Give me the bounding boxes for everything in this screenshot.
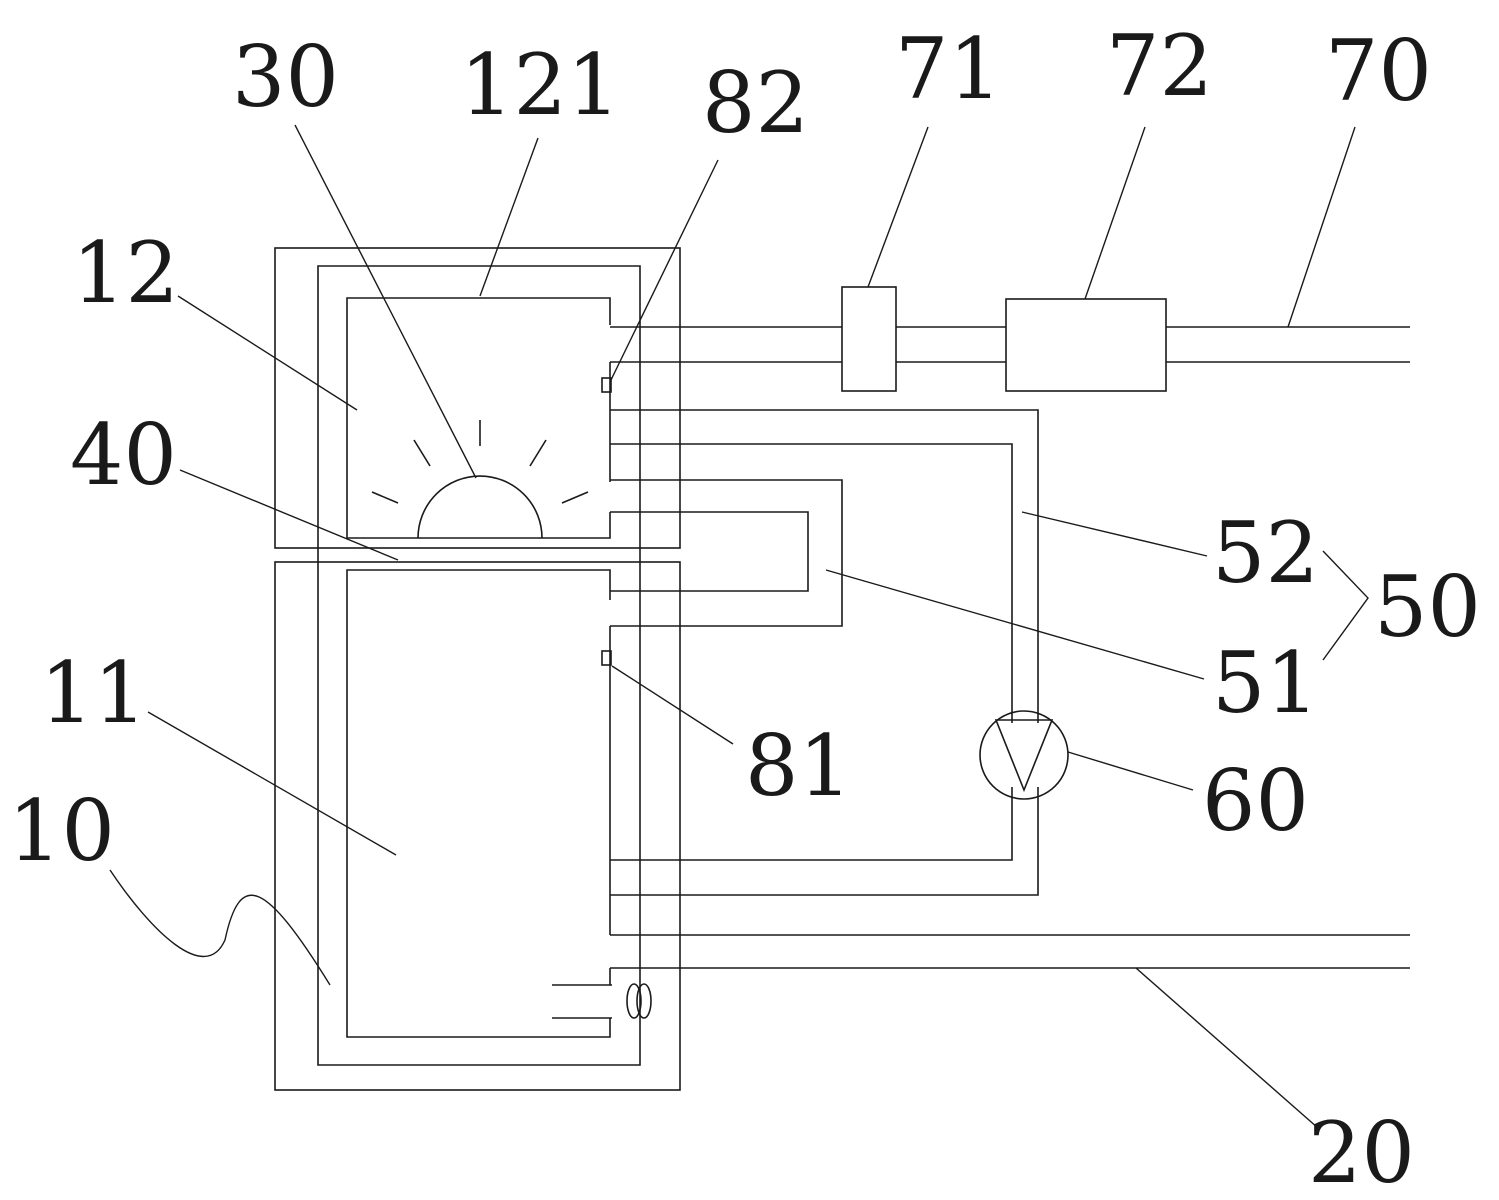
cabinet-10: [274, 247, 681, 1091]
loop-52-inner-return: [610, 787, 1013, 861]
loop-51-inner: [610, 511, 809, 592]
brace-50: [1322, 550, 1369, 661]
reference-numerals: 30 121 82 71 72 70 12 40 52 50 51 11 81 …: [8, 17, 1481, 1200]
leader-72: [1084, 126, 1146, 300]
leader-82: [609, 159, 719, 383]
label-121: 121: [460, 36, 620, 134]
leader-40: [179, 469, 399, 561]
label-30: 30: [232, 28, 339, 126]
lamp-30: [371, 420, 589, 539]
leader-60: [1067, 751, 1194, 791]
leader-71: [867, 126, 929, 288]
leader-52: [1021, 511, 1208, 557]
leader-81: [611, 665, 734, 745]
leader-121: [479, 137, 539, 297]
sensor-81: [601, 650, 612, 666]
pump-60: [979, 710, 1069, 800]
outer-shell-upper: [274, 247, 681, 549]
label-52: 52: [1212, 504, 1319, 602]
pipe-70: [610, 286, 1410, 392]
lamp-ray: [561, 491, 589, 504]
upper-chamber-12: [346, 297, 611, 539]
lamp-ray: [413, 439, 431, 467]
pipe-20-valve: [626, 983, 642, 1019]
lamp-ray: [529, 439, 547, 467]
pump-triangle: [994, 719, 1054, 793]
middle-liner: [317, 265, 641, 1066]
loop-52-outer-return: [610, 787, 1039, 896]
label-70: 70: [1325, 22, 1432, 120]
label-50: 50: [1374, 558, 1481, 656]
sensor-82: [601, 377, 612, 393]
loop-51: [610, 479, 843, 627]
lamp-ray: [371, 491, 399, 504]
loop-52-inner: [610, 443, 1013, 723]
label-12: 12: [72, 224, 179, 322]
label-51: 51: [1212, 634, 1319, 732]
label-72: 72: [1106, 17, 1213, 115]
label-81: 81: [745, 717, 852, 815]
leader-30: [294, 124, 477, 479]
label-71: 71: [895, 20, 1002, 118]
leader-51: [825, 569, 1205, 680]
loop-52: [610, 409, 1039, 896]
leader-10: [109, 869, 331, 986]
label-10: 10: [8, 782, 115, 880]
label-11: 11: [40, 644, 147, 742]
pump-circle: [979, 710, 1069, 800]
label-20: 20: [1308, 1104, 1415, 1200]
leader-70: [1287, 126, 1356, 328]
component-72: [1005, 298, 1167, 392]
pipe-20-valve: [636, 983, 652, 1019]
pipe-20: [552, 934, 1410, 1019]
leader-12: [177, 295, 358, 411]
label-82: 82: [702, 54, 809, 152]
outer-shell-lower: [274, 561, 681, 1091]
leader-20: [1135, 967, 1319, 1129]
label-60: 60: [1202, 752, 1309, 850]
lower-chamber-11: [346, 569, 611, 1038]
lamp-dome: [417, 475, 543, 539]
component-71: [841, 286, 897, 392]
leader-11: [147, 711, 397, 856]
loop-52-outer: [610, 409, 1039, 723]
label-40: 40: [70, 406, 177, 504]
loop-51-outer: [610, 479, 843, 627]
leader-lines: [109, 124, 1369, 1129]
